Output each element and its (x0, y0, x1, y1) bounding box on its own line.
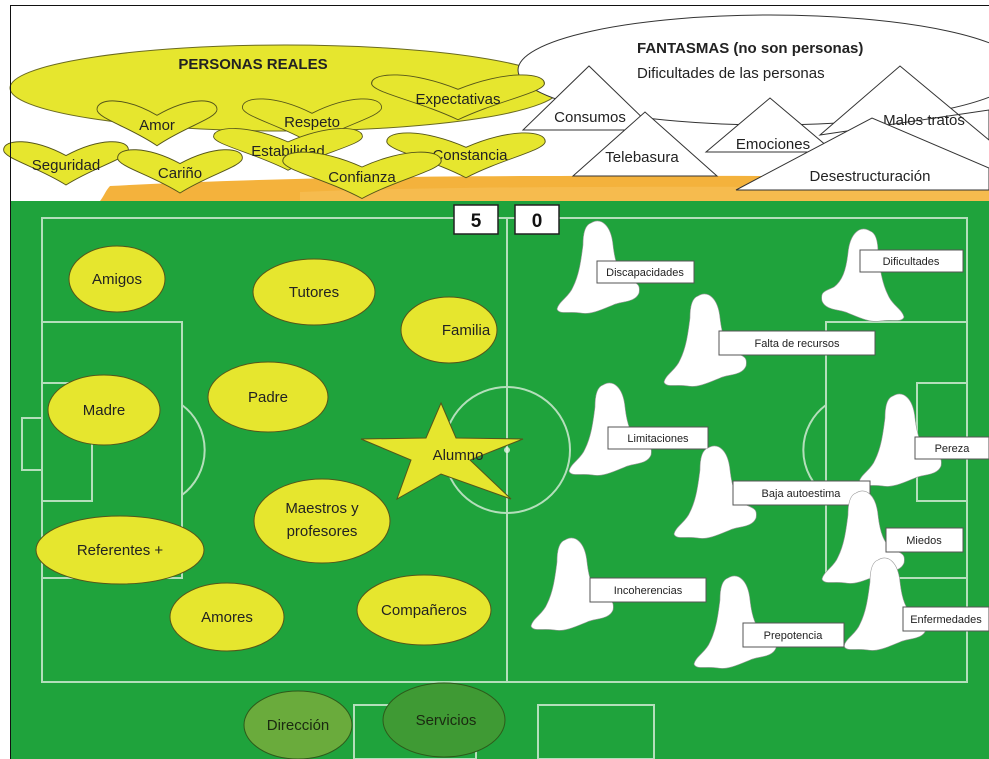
ellipse-familia: Familia (400, 296, 498, 364)
fantasmas-subtitle: Dificultades de las personas (637, 65, 825, 82)
label-tutores: Tutores (289, 284, 339, 301)
ghost-falta-recursos: Falta de recursos (663, 293, 876, 387)
label-amigos: Amigos (92, 271, 142, 288)
triangle-consumos-label: Consumos (554, 109, 626, 126)
fantasmas-title: FANTASMAS (no son personas) (637, 40, 863, 57)
ellipse-amores: Amores (169, 582, 285, 652)
ghost-incoherencias: Incoherencias (530, 537, 707, 631)
label-companeros: Compañeros (381, 602, 467, 619)
ghost-miedos: Miedos (821, 490, 964, 584)
triangle-telebasura: Telebasura (571, 111, 719, 177)
ghost-enfermedades: Enfermedades (843, 557, 989, 651)
star-alumno: Alumno (360, 401, 524, 501)
triangle-desestructuracion-label: Desestructuración (810, 168, 931, 185)
personas-reales-title: PERSONAS REALES (178, 56, 327, 73)
label-referentes: Referentes + (77, 542, 164, 559)
ghost-prepotencia: Prepotencia (693, 575, 845, 669)
heart-amor-label: Amor (139, 117, 175, 134)
heart-confianza-label: Confianza (328, 169, 396, 186)
label-amores: Amores (201, 609, 253, 626)
label-familia: Familia (442, 322, 491, 339)
label-servicios: Servicios (416, 712, 477, 729)
triangle-emociones-label: Emociones (736, 136, 810, 153)
triangle-consumos: Consumos (521, 65, 657, 131)
label-direccion: Dirección (267, 717, 330, 734)
ellipse-companeros: Compañeros (356, 574, 492, 646)
ghost-dificultades: Dificultades (821, 228, 964, 322)
score-away-box (514, 204, 560, 235)
ghost-baja-autoestima: Baja autoestima (673, 445, 871, 539)
score-home: 5 (471, 211, 482, 232)
ghost-limitaciones: Limitaciones (568, 382, 709, 476)
ellipse-servicios: Servicios (382, 682, 506, 758)
heart-constancia-label: Constancia (432, 147, 508, 164)
label-padre: Padre (248, 389, 288, 406)
score-away: 0 (532, 211, 543, 232)
heart-carino-label: Cariño (158, 165, 202, 182)
ellipse-direccion: Dirección (243, 690, 353, 759)
ellipse-maestros-profesores: Maestros y profesores (253, 478, 391, 564)
ghost-incoherencias-label: Incoherencias (614, 585, 683, 597)
triangle-malos-tratos: Malos tratos (818, 65, 989, 141)
ghost-prepotencia-label: Prepotencia (764, 630, 824, 642)
heart-respeto-label: Respeto (284, 114, 340, 131)
ghost-miedos-label: Miedos (906, 535, 942, 547)
scoreboard: 5 0 (453, 204, 560, 235)
ghost-baja-autoestima-label: Baja autoestima (762, 488, 842, 500)
ghost-enfermedades-label: Enfermedades (910, 614, 982, 626)
triangle-desestructuracion: Desestructuración (735, 117, 989, 191)
triangle-emociones: Emociones (704, 97, 836, 153)
triangle-telebasura-label: Telebasura (605, 149, 679, 166)
ghost-discapacidades: Discapacidades (556, 220, 695, 314)
heart-expectativas-label: Expectativas (415, 91, 500, 108)
ghost-falta-recursos-label: Falta de recursos (755, 338, 840, 350)
diagram-frame (10, 5, 989, 759)
ghost-pereza-label: Pereza (935, 443, 971, 455)
ellipse-tutores: Tutores (252, 258, 376, 326)
ghost-limitaciones-label: Limitaciones (627, 433, 689, 445)
ellipse-amigos: Amigos (68, 245, 166, 313)
ellipse-padre: Padre (207, 361, 329, 433)
label-maestros-line2: profesores (287, 523, 358, 540)
ghost-dificultades-label: Dificultades (883, 256, 940, 268)
ghost-pereza: Pereza (858, 393, 989, 487)
ghost-discapacidades-label: Discapacidades (606, 267, 684, 279)
ellipse-madre: Madre (47, 374, 161, 446)
label-maestros-line1: Maestros y (285, 500, 359, 517)
heart-seguridad-label: Seguridad (32, 157, 100, 174)
label-alumno: Alumno (433, 447, 484, 464)
label-madre: Madre (83, 402, 126, 419)
triangle-malos-tratos-label: Malos tratos (883, 112, 965, 129)
ellipse-referentes: Referentes + (35, 515, 205, 585)
score-home-box (453, 204, 499, 235)
